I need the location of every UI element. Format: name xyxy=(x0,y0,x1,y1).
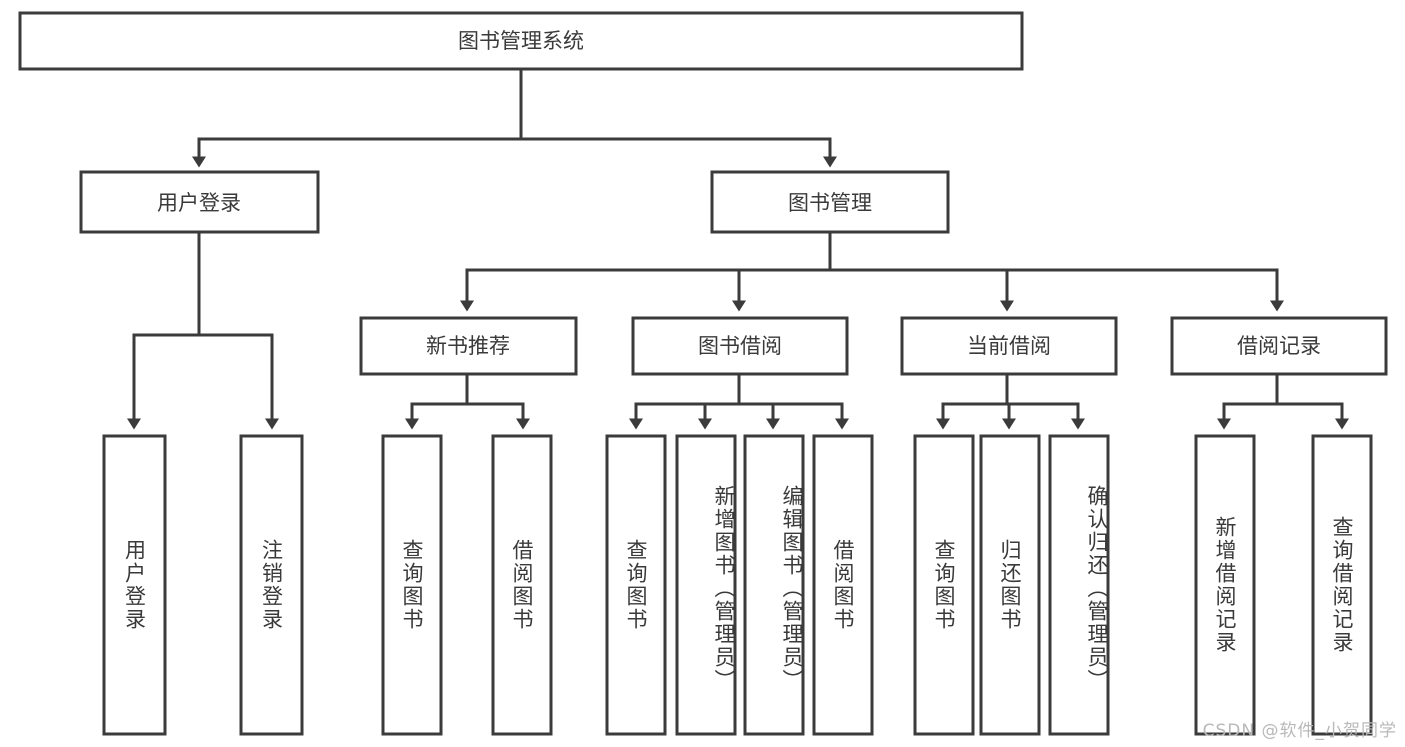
node-leaf-return-book[interactable] xyxy=(979,434,1041,736)
node-current-borrow-label: 当前借阅 xyxy=(967,334,1051,358)
node-new-book-recommend[interactable]: 新书推荐 xyxy=(359,316,578,376)
node-book-manage[interactable]: 图书管理 xyxy=(710,170,950,234)
node-borrow-record-label: 借阅记录 xyxy=(1237,334,1321,358)
edge-book-borrow-to-leaves xyxy=(629,372,849,430)
edge-root-to-bus xyxy=(197,67,832,141)
edge-borrow-record-to-leaves xyxy=(1217,372,1349,430)
node-user-login-label: 用户登录 xyxy=(157,191,241,215)
node-root-label: 图书管理系统 xyxy=(458,29,584,53)
node-leaf-query-record[interactable] xyxy=(1311,434,1373,736)
edge-book-manage-to-bus xyxy=(460,230,1284,312)
node-leaf-borrow-book-2[interactable] xyxy=(812,434,874,736)
node-book-manage-label: 图书管理 xyxy=(788,191,872,215)
node-leaf-add-record[interactable] xyxy=(1194,434,1256,736)
edge-current-borrow-to-leaves xyxy=(936,372,1085,430)
node-leaf-borrow-book-1[interactable] xyxy=(491,434,553,736)
node-book-borrow[interactable]: 图书借阅 xyxy=(631,316,849,376)
watermark: CSDN @软件_小贺同学 xyxy=(1202,721,1397,741)
node-user-login[interactable]: 用户登录 xyxy=(79,170,320,234)
node-borrow-record[interactable]: 借阅记录 xyxy=(1170,316,1388,376)
node-leaf-edit-book[interactable] xyxy=(743,434,805,736)
node-new-book-recommend-label: 新书推荐 xyxy=(426,334,510,358)
node-leaf-add-book[interactable] xyxy=(675,434,737,736)
node-root[interactable]: 图书管理系统 xyxy=(18,11,1024,71)
node-leaf-user-logout[interactable] xyxy=(239,434,304,736)
node-leaf-query-book-1[interactable] xyxy=(381,434,443,736)
node-leaf-query-book-3[interactable] xyxy=(913,434,975,736)
node-current-borrow[interactable]: 当前借阅 xyxy=(900,316,1118,376)
node-leaf-user-login[interactable] xyxy=(102,434,167,736)
edge-new-book-recommend-to-leaves xyxy=(405,372,530,430)
edge-user-login-to-bus xyxy=(127,230,279,430)
node-leaf-query-book-2[interactable] xyxy=(605,434,667,736)
node-book-borrow-label: 图书借阅 xyxy=(698,334,782,358)
node-leaf-confirm-return[interactable] xyxy=(1048,434,1110,736)
